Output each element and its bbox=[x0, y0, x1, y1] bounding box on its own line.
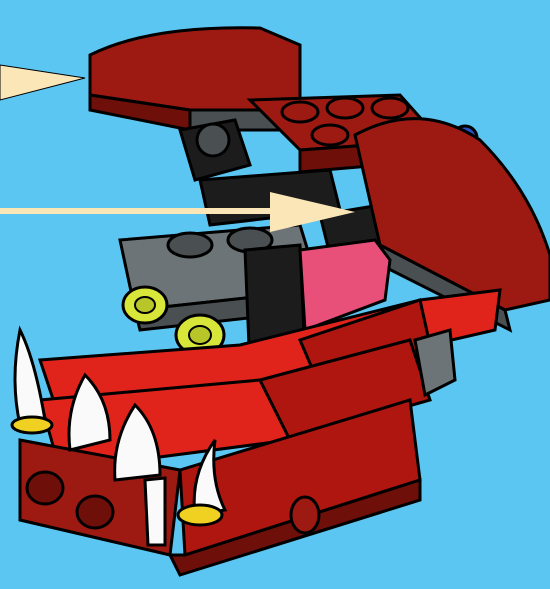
instruction-illustration bbox=[0, 0, 550, 589]
lego-creature-illustration bbox=[0, 0, 550, 589]
